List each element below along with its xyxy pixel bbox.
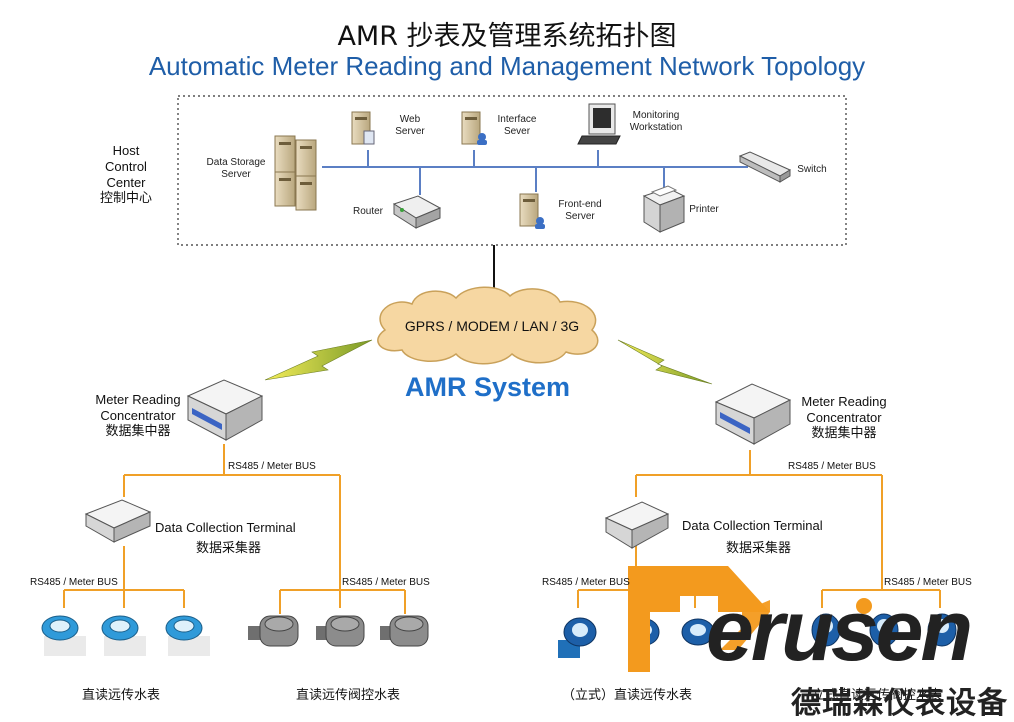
vertical-meter-icon <box>681 618 715 646</box>
amr-system-label: AMR System <box>405 372 571 402</box>
printer-icon <box>642 185 686 233</box>
left-collection-terminal-icon <box>84 499 152 543</box>
frontend-label-2: Server <box>565 211 595 222</box>
monitoring-label-1: Monitoring <box>632 110 680 121</box>
web-server-label-1: Web <box>399 114 421 125</box>
interface-server-label-2: Sever <box>503 126 531 137</box>
right-concentrator-label-1: Meter Reading <box>801 394 887 409</box>
left-concentrator-icon <box>186 379 264 441</box>
frontend-label-1: Front-end <box>558 199 602 210</box>
left-concentrator-label-2: Concentrator <box>100 408 176 423</box>
left-group-b-label: 直读远传阀控水表 <box>296 688 401 703</box>
host-control-center-frame <box>177 95 847 246</box>
web-server-icon <box>351 111 375 145</box>
network-label: GPRS / MODEM / LAN / 3G <box>404 318 580 334</box>
left-valve-meters <box>248 615 429 647</box>
left-concentrator-label-1: Meter Reading <box>95 392 181 407</box>
water-meter-icon <box>101 615 146 656</box>
interface-server-label-1: Interface <box>497 114 537 125</box>
right-terminal-label: Data Collection Terminal <box>682 518 823 533</box>
right-bus-main-label: RS485 / Meter BUS <box>788 461 876 472</box>
host-label-line-2: Control <box>105 159 147 174</box>
left-water-meters <box>41 615 210 656</box>
left-bus-b-label: RS485 / Meter BUS <box>342 577 430 588</box>
right-vertical-valve-meters <box>811 613 957 647</box>
left-terminal-label-cn: 数据采集器 <box>196 541 262 556</box>
right-group-a-label: （立式）直读远传水表 <box>562 688 693 703</box>
valve-meter-icon <box>248 615 299 647</box>
brand-name-cn: 德瑞森仪表设备 <box>791 686 1008 721</box>
vertical-valve-meter-icon <box>811 613 841 647</box>
right-bus-a-label: RS485 / Meter BUS <box>542 577 630 588</box>
left-terminal-label: Data Collection Terminal <box>155 520 296 535</box>
wireless-link-left-icon <box>264 339 373 381</box>
monitoring-label-2: Workstation <box>629 122 683 133</box>
brand-name-en: erusen <box>706 583 973 679</box>
vertical-valve-meter-icon <box>927 613 957 647</box>
switch-icon <box>738 151 792 183</box>
host-lan-bus <box>322 150 748 195</box>
title-cn: AMR 抄表及管理系统拓扑图 <box>337 21 677 52</box>
data-storage-label-1: Data Storage <box>206 157 266 168</box>
switch-label: Switch <box>797 164 827 175</box>
frontend-server-icon <box>519 193 545 229</box>
title-en: Automatic Meter Reading and Management N… <box>148 51 866 81</box>
data-storage-label-2: Server <box>221 169 251 180</box>
valve-meter-icon <box>380 615 429 647</box>
left-bus-a-label: RS485 / Meter BUS <box>30 577 118 588</box>
router-icon <box>392 195 442 229</box>
right-bus-b-label: RS485 / Meter BUS <box>884 577 972 588</box>
printer-label: Printer <box>689 204 719 215</box>
data-storage-server-icon <box>274 135 317 211</box>
host-label-cn: 控制中心 <box>99 191 152 206</box>
right-concentrator-label-2: Concentrator <box>806 410 882 425</box>
water-meter-icon <box>41 615 86 656</box>
right-collection-terminal-icon <box>604 501 670 549</box>
right-concentrator-icon <box>714 383 792 445</box>
host-label-line-1: Host <box>112 143 140 158</box>
router-label: Router <box>352 206 383 217</box>
brand-logo-mark <box>628 566 872 672</box>
monitoring-workstation-icon <box>577 103 621 145</box>
valve-meter-icon <box>316 615 365 647</box>
water-meter-icon <box>165 615 210 656</box>
web-server-label-2: Server <box>395 126 425 137</box>
network-cloud <box>377 286 599 365</box>
left-group-a-label: 直读远传水表 <box>82 688 161 703</box>
host-label-line-3: Center <box>106 175 146 190</box>
vertical-meter-icon <box>558 617 597 658</box>
left-bus-main-label: RS485 / Meter BUS <box>228 461 316 472</box>
right-terminal-label-cn: 数据采集器 <box>726 541 792 556</box>
left-bus-lines <box>63 444 406 614</box>
right-group-b-label: 立式直读远传阀控水表 <box>812 688 943 703</box>
interface-server-icon <box>461 111 487 145</box>
left-concentrator-label-cn: 数据集中器 <box>105 424 171 439</box>
vertical-valve-meter-icon <box>869 613 899 647</box>
wireless-link-right-icon <box>617 339 713 385</box>
right-concentrator-label-cn: 数据集中器 <box>811 426 877 441</box>
